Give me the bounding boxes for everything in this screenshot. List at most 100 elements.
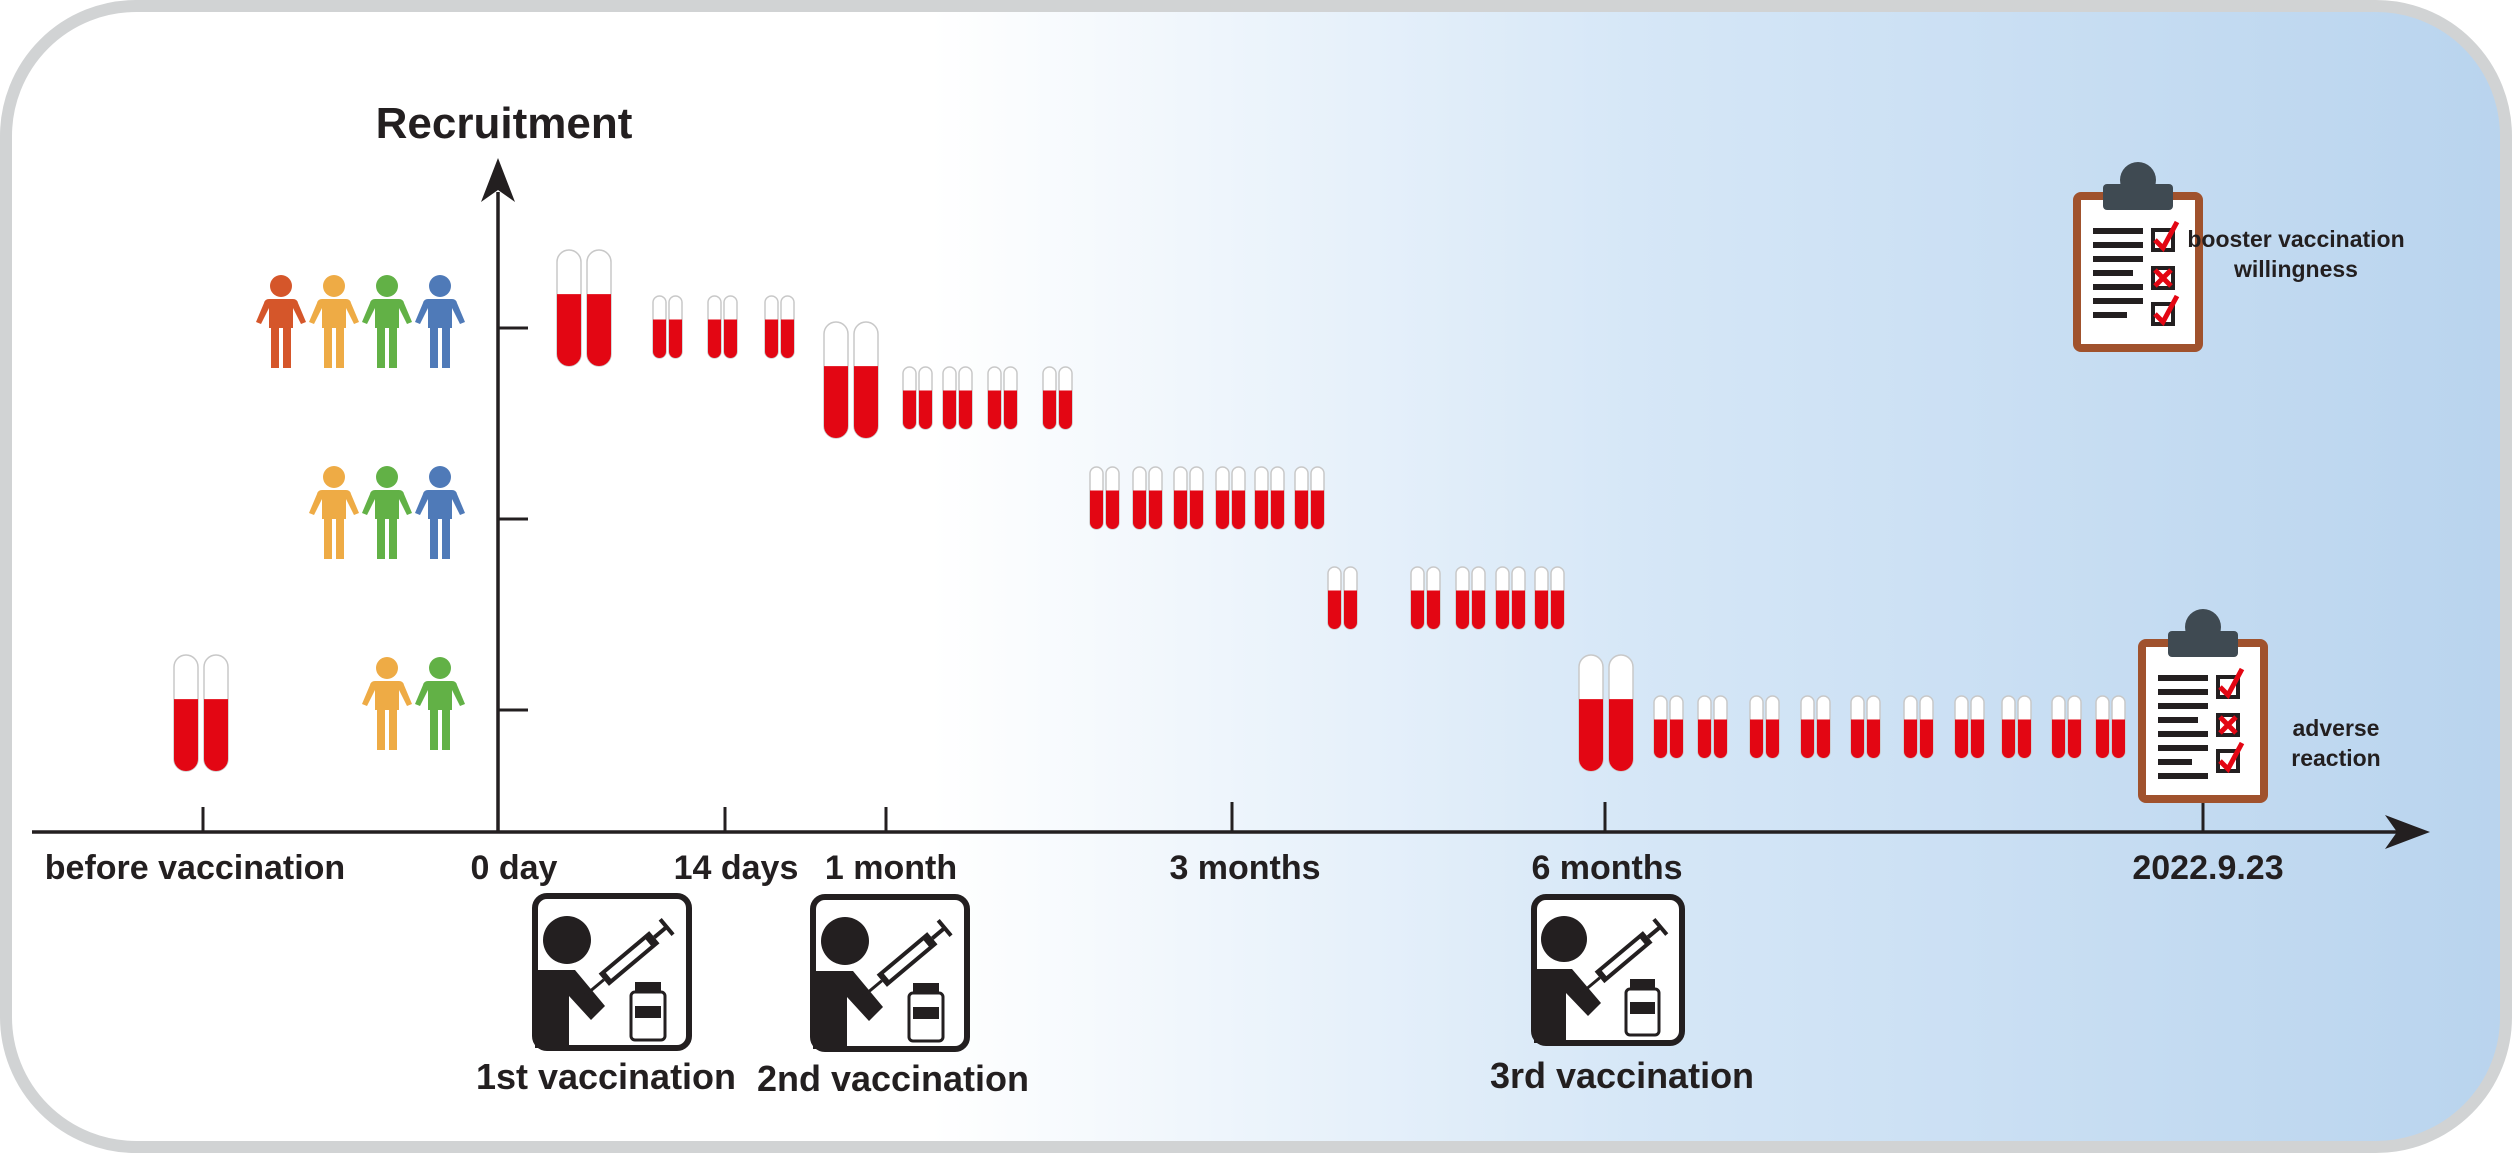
blood-tube-icon — [1132, 466, 1147, 530]
blood-tube-icon — [1511, 566, 1526, 630]
person-icon — [362, 466, 412, 559]
time-label-day0: 0 day — [471, 849, 558, 887]
blood-tube-icon — [668, 295, 683, 359]
blood-tube-icon — [1189, 466, 1204, 530]
vaccination-3-label: 3rd vaccination — [1490, 1055, 1754, 1096]
blood-tube-icon — [1105, 466, 1120, 530]
blood-tube-icon — [1866, 695, 1881, 759]
blood-tube-icon — [1608, 654, 1634, 772]
blood-sample-tubes — [173, 249, 2126, 772]
questionnaire-adverse: adverse reaction — [2138, 609, 2381, 803]
blood-tube-icon — [2001, 695, 2016, 759]
vaccination-2-label: 2nd vaccination — [757, 1058, 1029, 1099]
vaccination-1: 1st vaccination — [476, 893, 736, 1097]
person-icon — [309, 275, 359, 368]
blood-tube-icon — [1903, 695, 1918, 759]
blood-tube-icon — [1578, 654, 1604, 772]
blood-tube-icon — [1270, 466, 1285, 530]
blood-tube-icon — [1058, 366, 1073, 430]
questionnaire-adverse-label-2: reaction — [2291, 745, 2380, 771]
blood-tube-icon — [1294, 466, 1309, 530]
blood-tube-icon — [1215, 466, 1230, 530]
blood-tube-icon — [1970, 695, 1985, 759]
blood-tube-icon — [1231, 466, 1246, 530]
blood-tube-icon — [2095, 695, 2110, 759]
axes — [32, 192, 2400, 834]
person-icon — [256, 275, 306, 368]
person-icon — [309, 466, 359, 559]
blood-tube-icon — [1534, 566, 1549, 630]
blood-tube-icon — [853, 321, 879, 439]
blood-tube-icon — [1343, 566, 1358, 630]
blood-tube-icon — [780, 295, 795, 359]
vaccination-icon — [532, 893, 692, 1051]
blood-tube-icon — [556, 249, 582, 367]
x-axis-ticks — [201, 802, 2205, 832]
blood-tube-icon — [1816, 695, 1831, 759]
blood-tube-icon — [707, 295, 722, 359]
time-label-day14: 14 days — [674, 849, 799, 887]
blood-tube-icon — [1003, 366, 1018, 430]
blood-tube-icon — [1042, 366, 1057, 430]
y-axis-arrowhead — [481, 158, 515, 202]
blood-tube-icon — [902, 366, 917, 430]
blood-tube-icon — [2067, 695, 2082, 759]
blood-tube-icon — [203, 654, 229, 772]
y-axis-label: Recruitment — [376, 99, 633, 148]
blood-tube-icon — [586, 249, 612, 367]
time-label-end: 2022.9.23 — [2132, 849, 2283, 887]
blood-tube-icon — [723, 295, 738, 359]
blood-tube-icon — [1089, 466, 1104, 530]
blood-tube-icon — [958, 366, 973, 430]
time-label-before: before vaccination — [45, 849, 345, 887]
blood-tube-icon — [1669, 695, 1684, 759]
blood-tube-icon — [1697, 695, 1712, 759]
questionnaire-adverse-label-1: adverse — [2293, 715, 2380, 741]
blood-tube-icon — [1173, 466, 1188, 530]
blood-tube-icon — [1850, 695, 1865, 759]
blood-tube-icon — [1919, 695, 1934, 759]
time-label-month1: 1 month — [825, 849, 957, 887]
blood-tube-icon — [1426, 566, 1441, 630]
person-icon — [362, 657, 412, 750]
vaccination-icon — [810, 894, 970, 1052]
blood-tube-icon — [1327, 566, 1342, 630]
vaccination-3: 3rd vaccination — [1490, 894, 1754, 1096]
blood-tube-icon — [1550, 566, 1565, 630]
blood-tube-icon — [1471, 566, 1486, 630]
vaccination-2: 2nd vaccination — [757, 894, 1029, 1099]
y-axis-ticks — [498, 326, 528, 712]
cohort-people — [256, 275, 465, 750]
questionnaire-booster-label-2: willingness — [2233, 256, 2358, 282]
person-icon — [415, 466, 465, 559]
x-axis-arrowhead — [2385, 815, 2430, 849]
time-label-month3: 3 months — [1169, 849, 1320, 887]
vaccination-1-label: 1st vaccination — [476, 1056, 736, 1097]
questionnaire-booster: booster vaccination willingness — [2073, 162, 2405, 352]
blood-tube-icon — [1800, 695, 1815, 759]
blood-tube-icon — [652, 295, 667, 359]
blood-tube-icon — [942, 366, 957, 430]
blood-tube-icon — [764, 295, 779, 359]
blood-tube-icon — [1495, 566, 1510, 630]
blood-tube-icon — [173, 654, 199, 772]
blood-tube-icon — [1749, 695, 1764, 759]
person-icon — [415, 657, 465, 750]
person-icon — [362, 275, 412, 368]
blood-tube-icon — [987, 366, 1002, 430]
blood-tube-icon — [1254, 466, 1269, 530]
blood-tube-icon — [2017, 695, 2032, 759]
time-label-month6: 6 months — [1531, 849, 1682, 887]
blood-tube-icon — [1310, 466, 1325, 530]
clipboard-checklist-icon — [2138, 609, 2268, 803]
blood-tube-icon — [823, 321, 849, 439]
blood-tube-icon — [918, 366, 933, 430]
blood-tube-icon — [1455, 566, 1470, 630]
time-point-labels: before vaccination 0 day 14 days 1 month… — [45, 849, 2284, 887]
blood-tube-icon — [2111, 695, 2126, 759]
blood-tube-icon — [2051, 695, 2066, 759]
blood-tube-icon — [1653, 695, 1668, 759]
questionnaire-booster-label-1: booster vaccination — [2187, 226, 2404, 252]
